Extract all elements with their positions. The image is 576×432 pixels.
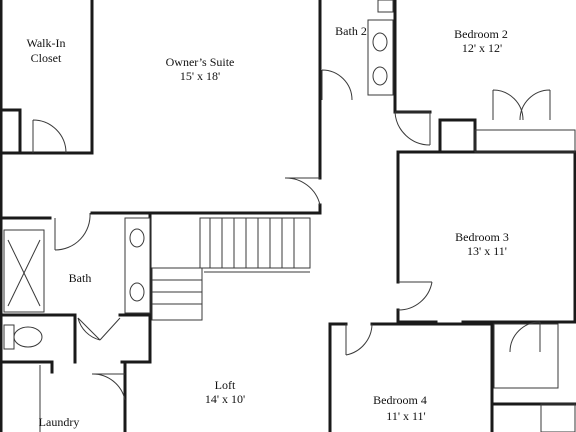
bath-name: Bath (69, 271, 92, 285)
walk-in-closet-label-2: Closet (31, 51, 62, 65)
bedroom-3-size: 13' x 11' (467, 244, 507, 258)
bedroom-2-name: Bedroom 2 (454, 27, 508, 41)
walk-in-closet-label: Walk-In (26, 36, 65, 50)
doors (32, 69, 551, 401)
bedroom-3-name: Bedroom 3 (455, 230, 509, 244)
owners-suite-size: 15' x 18' (180, 69, 220, 83)
staircase (151, 217, 311, 321)
laundry-name: Laundry (39, 415, 80, 429)
owners-suite-name: Owner’s Suite (166, 55, 235, 69)
bath-2-name: Bath 2 (335, 24, 367, 38)
bedroom-4-size: 11' x 11' (386, 409, 425, 423)
fixtures (3, 0, 576, 432)
loft-size: 14' x 10' (205, 392, 245, 406)
bedroom-4-name: Bedroom 4 (373, 393, 427, 407)
room-labels: Walk-In Closet Owner’s Suite 15' x 18' B… (26, 24, 508, 429)
loft-name: Loft (215, 378, 236, 392)
bedroom-2-size: 12' x 12' (462, 41, 502, 55)
